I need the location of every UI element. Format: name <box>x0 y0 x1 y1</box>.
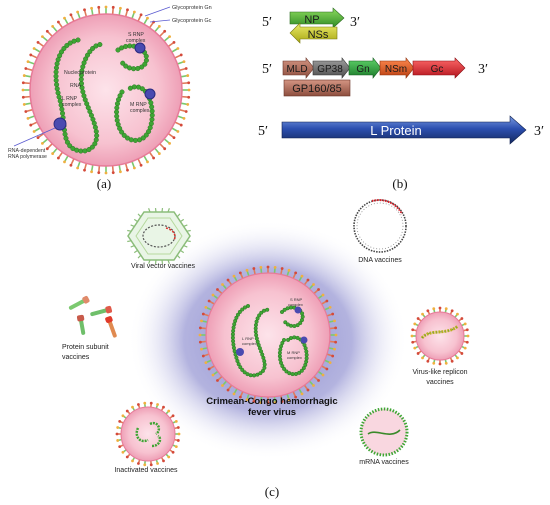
nsm-gene-label: NSm <box>385 64 407 75</box>
s-three-prime: 3′ <box>350 15 360 30</box>
label-dna: DNA vaccines <box>358 257 402 264</box>
nss-gene-arrow <box>289 22 338 44</box>
panel-c: S RNP complex L RNP complex M RNP comple… <box>62 199 470 499</box>
center-l-rnp-1: L RNP <box>242 336 254 341</box>
label-mrna: mRNA vaccines <box>359 459 409 466</box>
label-s-rnp-2: complex <box>126 38 146 44</box>
label-polymerase-2: RNA polymerase <box>8 154 47 160</box>
label-inactivated: Inactivated vaccines <box>114 467 178 474</box>
l-five-prime: 5′ <box>258 124 268 139</box>
np-gene-label: NP <box>304 14 319 26</box>
center-polymerase-l <box>236 348 244 356</box>
l-protein-arrow <box>281 115 527 145</box>
label-protein-subunit-2: vaccines <box>62 354 90 361</box>
center-virion <box>205 272 331 398</box>
center-s-rnp-2: complex <box>288 302 303 307</box>
inactivated-virus-icon <box>115 401 181 467</box>
label-m-rnp-2: complex <box>130 108 150 114</box>
mld-gene-arrow <box>282 57 315 79</box>
label-rna: RNA <box>70 83 81 89</box>
polymerase-m <box>144 88 156 100</box>
label-glycoprotein-gc: Glycoprotein Gc <box>172 18 212 24</box>
viral-vector-icon <box>127 207 191 265</box>
panel-a: S RNP complex Nucleoprotein RNA L RNP co… <box>8 5 212 191</box>
l-protein-label: L Protein <box>370 123 422 138</box>
nss-gene-label: NSs <box>308 29 329 41</box>
gn-gene-arrow <box>348 57 382 79</box>
center-m-rnp-1: M RNP <box>287 350 300 355</box>
label-l-rnp-2: complex <box>62 102 82 108</box>
center-polymerase-s <box>294 306 302 314</box>
gc-gene-label: Gc <box>431 64 444 75</box>
center-l-rnp-2: complex <box>242 341 257 346</box>
mld-gene-label: MLD <box>286 64 307 75</box>
panel-b: 5′ NP NSs 3′ 5′ MLD GP38 Gn NSm Gc 3′ GP… <box>258 7 544 191</box>
label-polymerase-1: RNA-dependent <box>8 148 46 154</box>
virion-envelope <box>29 13 183 167</box>
label-l-rnp-1: L RNP <box>62 96 78 102</box>
center-spikes <box>198 265 338 405</box>
caption-b: (b) <box>392 176 407 191</box>
center-m-rnp-2: complex <box>287 355 302 360</box>
gn-gene-label: Gn <box>356 64 369 75</box>
label-protein-subunit-1: Protein subunit <box>62 344 109 351</box>
pointer-gn <box>144 6 171 17</box>
nucleoprotein-beads <box>53 37 155 154</box>
pointer-gc <box>149 19 171 23</box>
gp160-precursor-label: GP160/85 <box>292 83 342 95</box>
np-gene-arrow <box>289 7 345 29</box>
polymerase-s <box>134 42 146 54</box>
dna-plasmid-icon <box>353 199 407 253</box>
mrna-lnp-icon <box>359 407 409 457</box>
center-title-2: fever virus <box>248 407 296 418</box>
l-three-prime: 3′ <box>534 124 544 139</box>
label-viral-vector: Viral vector vaccines <box>131 263 196 270</box>
center-beads <box>230 304 309 378</box>
label-replicon-1: Virus-like replicon <box>412 369 467 376</box>
label-m-rnp-1: M RNP <box>130 102 147 108</box>
label-s-rnp-1: S RNP <box>128 32 144 38</box>
s-five-prime: 5′ <box>262 15 272 30</box>
label-replicon-2: vaccines <box>426 379 454 386</box>
protein-subunit-icon <box>68 295 117 338</box>
glycoprotein-spikes <box>21 5 191 175</box>
caption-c: (c) <box>265 484 279 499</box>
center-title-1: Crimean-Congo hemorrhagic <box>206 396 337 407</box>
gc-gene-arrow <box>412 57 466 79</box>
label-nucleoprotein: Nucleoprotein <box>64 70 96 76</box>
label-glycoprotein-gn: Glycoprotein Gn <box>172 5 212 11</box>
pointer-polymerase <box>13 127 56 147</box>
center-s-rnp-1: S RNP <box>290 297 303 302</box>
center-polymerase-m <box>300 336 308 344</box>
replicon-icon <box>410 306 470 366</box>
gp38-gene-arrow <box>312 57 351 79</box>
nsm-gene-arrow <box>379 57 415 79</box>
gp38-gene-label: GP38 <box>317 64 343 75</box>
caption-a: (a) <box>97 176 111 191</box>
m-three-prime: 3′ <box>478 62 488 77</box>
gp160-precursor-box <box>283 79 351 97</box>
polymerase-l <box>53 117 67 131</box>
m-five-prime: 5′ <box>262 62 272 77</box>
